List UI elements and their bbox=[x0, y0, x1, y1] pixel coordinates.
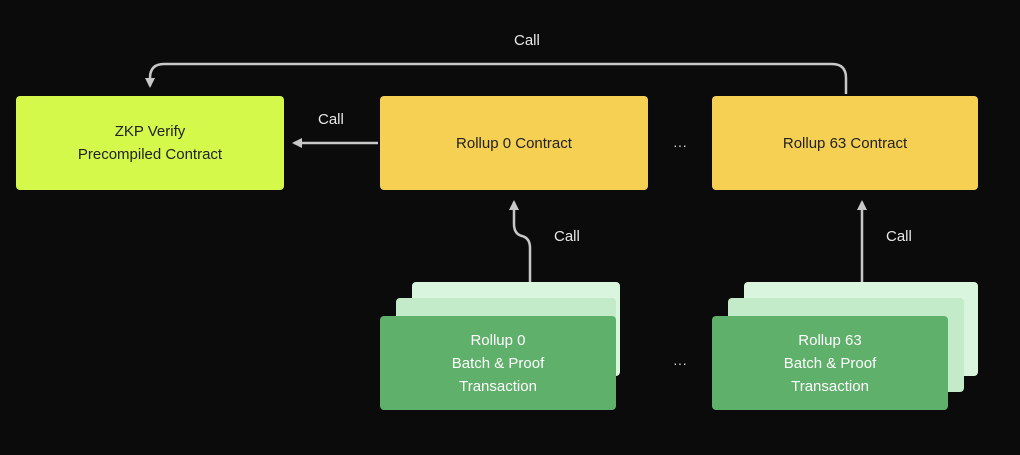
rollup0-batch-proof-transaction-box: Rollup 0 Batch & Proof Transaction bbox=[380, 316, 616, 410]
zkp-box-line1: ZKP Verify bbox=[114, 123, 186, 140]
top-call-arrow bbox=[145, 62, 848, 94]
rollup63-contract-label: Rollup 63 Contract bbox=[782, 134, 908, 152]
rollup0-tx-line3: Transaction bbox=[459, 377, 537, 395]
rollup63-contract-box: Rollup 63 Contract bbox=[712, 96, 978, 190]
rollup63-batch-proof-transaction-box: Rollup 63 Batch & Proof Transaction bbox=[712, 316, 948, 410]
rollup0-contract-box: Rollup 0 Contract bbox=[380, 96, 648, 190]
rollup0-tx-line1: Rollup 0 bbox=[470, 331, 526, 349]
contracts-ellipsis: ··· bbox=[673, 137, 687, 153]
zkp-box-line2: Precompiled Contract bbox=[77, 146, 223, 163]
tx0-call-label: Call bbox=[554, 228, 580, 245]
rollup0-to-zkp-call-label: Call bbox=[318, 111, 344, 128]
rollup0-contract-label: Rollup 0 Contract bbox=[456, 134, 572, 152]
tx63-call-label: Call bbox=[886, 228, 912, 245]
top-call-label: Call bbox=[514, 32, 540, 49]
rollup63-tx-line1: Rollup 63 bbox=[798, 331, 862, 349]
rollup0-tx-line2: Batch & Proof bbox=[451, 354, 545, 372]
rollup63-tx-line2: Batch & Proof bbox=[783, 354, 877, 372]
rollup63-tx-line3: Transaction bbox=[791, 377, 869, 395]
zkp-verify-precompiled-contract-box: ZKP Verify Precompiled Contract bbox=[16, 96, 284, 190]
tx0-to-rollup0-arrow bbox=[509, 200, 532, 282]
transactions-ellipsis: ··· bbox=[673, 355, 687, 371]
